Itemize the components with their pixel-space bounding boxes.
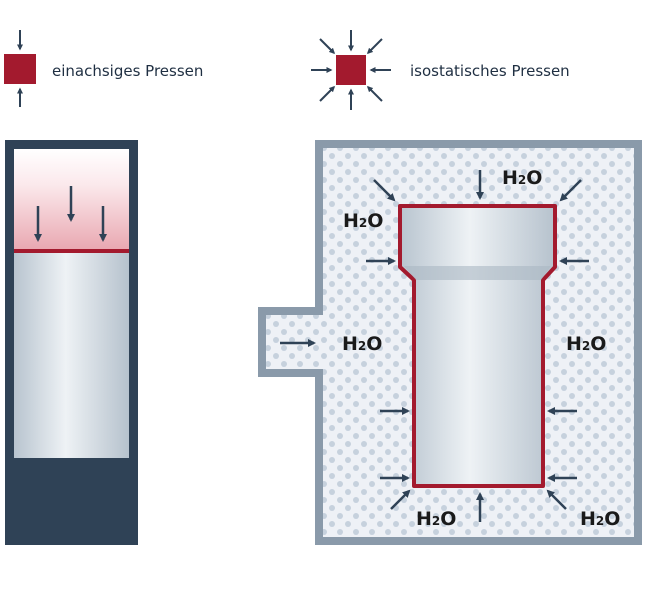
water-label: H2O <box>502 167 542 189</box>
legend-uniaxial-label: einachsiges Pressen <box>52 62 203 80</box>
arrow-icon <box>546 489 567 510</box>
legend-isostatic-label: isostatisches Pressen <box>410 62 570 80</box>
legend-isostatic: isostatisches Pressen <box>311 30 570 110</box>
water-label: H2O <box>580 508 620 530</box>
water-label: H2O <box>342 333 382 355</box>
water-label: H2O <box>343 210 383 232</box>
water-label: H2O <box>566 333 606 355</box>
arrow-icon <box>366 38 383 55</box>
arrow-icon <box>390 489 411 510</box>
mould-collar-shadow <box>404 266 551 280</box>
water-label: H2O <box>416 508 456 530</box>
sample-square-icon <box>4 54 36 84</box>
arrow-icon <box>373 179 396 202</box>
arrow-icon <box>319 38 336 55</box>
isostatic-press: H2O H2O H2O H2O H2O H2O <box>258 140 642 545</box>
powder-compact <box>14 252 129 458</box>
arrow-icon <box>366 85 383 102</box>
sample-mould <box>398 204 557 488</box>
legend-uniaxial: einachsiges Pressen <box>4 30 203 107</box>
uniaxial-press <box>5 140 138 545</box>
sample-square-icon <box>336 55 366 85</box>
arrow-icon <box>559 179 582 202</box>
arrow-icon <box>319 85 336 102</box>
